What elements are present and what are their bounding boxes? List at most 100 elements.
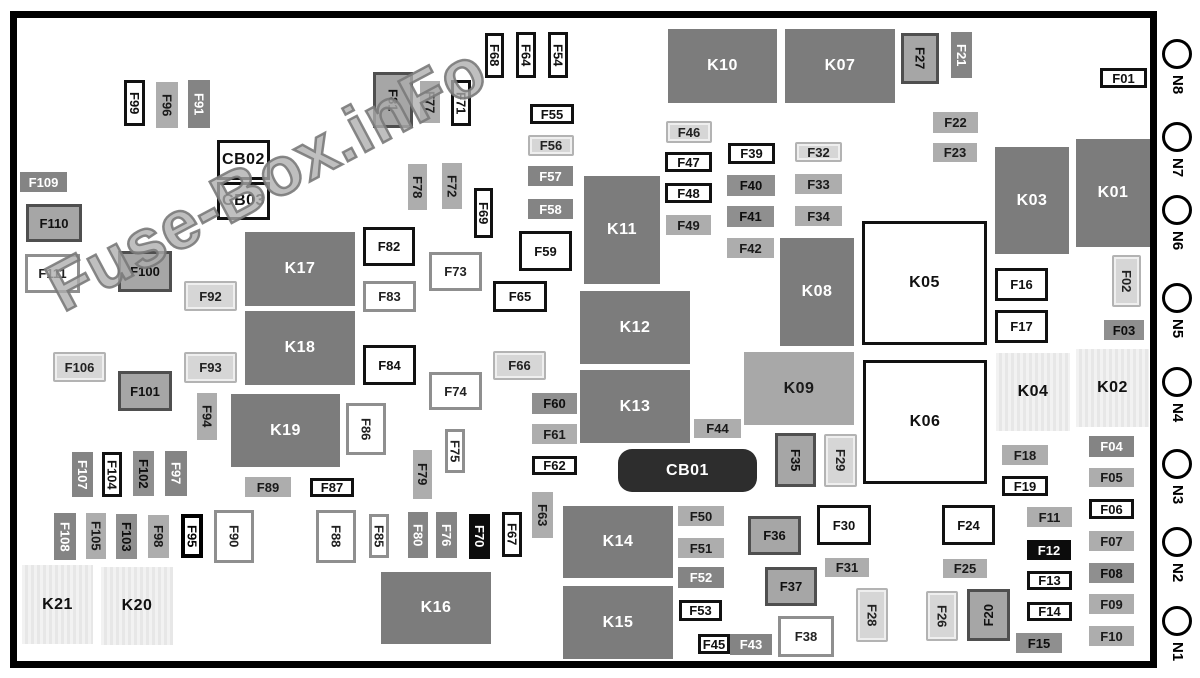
connector-N5 <box>1162 283 1192 313</box>
component-label: F73 <box>444 264 467 279</box>
fuse-F93: F93 <box>184 352 237 383</box>
relay-K21: K21 <box>22 565 93 644</box>
component-label: F88 <box>328 525 344 548</box>
fuse-F05: F05 <box>1089 468 1134 487</box>
component-label: F03 <box>1112 322 1136 338</box>
fuse-F43: F43 <box>730 634 772 655</box>
connector-N2 <box>1162 527 1192 557</box>
fuse-F52: F52 <box>678 567 724 588</box>
fuse-F40: F40 <box>727 175 775 196</box>
fuse-F09: F09 <box>1089 594 1134 614</box>
fuse-F100: F100 <box>118 251 172 292</box>
fuse-F18: F18 <box>1002 445 1048 465</box>
fuse-F92: F92 <box>184 281 237 311</box>
component-label: F09 <box>1100 596 1123 612</box>
component-label: K16 <box>420 599 452 616</box>
component-label: F89 <box>256 479 280 495</box>
fuse-F62: F62 <box>532 456 577 475</box>
component-label: F31 <box>835 560 859 575</box>
component-label: F95 <box>184 524 200 548</box>
component-label: F08 <box>1100 565 1123 581</box>
component-label: F40 <box>739 178 763 193</box>
fuse-F60: F60 <box>532 393 577 414</box>
component-label: F82 <box>377 239 401 254</box>
component-label: F04 <box>1100 439 1123 454</box>
component-label: K04 <box>1017 383 1049 400</box>
component-label: F60 <box>543 396 566 411</box>
fuse-F41: F41 <box>727 206 774 227</box>
relay-K03: K03 <box>995 147 1069 254</box>
fuse-F17: F17 <box>995 310 1048 343</box>
fuse-F22: F22 <box>933 112 978 133</box>
component-label: F78 <box>410 175 425 199</box>
fuse-F91: F91 <box>188 80 210 128</box>
component-label: K21 <box>42 595 73 613</box>
component-label: K12 <box>619 318 651 336</box>
component-label: F77 <box>422 90 438 114</box>
component-label: K01 <box>1097 184 1129 201</box>
component-label: F99 <box>127 91 142 115</box>
component-label: F46 <box>677 124 701 140</box>
fuse-F107: F107 <box>72 452 93 497</box>
connector-N6 <box>1162 195 1192 225</box>
component-label: K02 <box>1097 379 1128 396</box>
connector-label-N7: N7 <box>1169 158 1186 178</box>
component-label: F70 <box>472 525 487 548</box>
component-label: F38 <box>794 629 818 644</box>
fuse-F105: F105 <box>86 513 106 559</box>
fuse-F04: F04 <box>1089 436 1134 457</box>
fuse-F16: F16 <box>995 268 1048 301</box>
relay-K07: K07 <box>785 29 895 103</box>
relay-K13: K13 <box>580 370 690 443</box>
fuse-F58: F58 <box>528 199 573 219</box>
fuse-F103: F103 <box>116 514 137 559</box>
fuse-F35: F35 <box>775 433 816 487</box>
fuse-F63: F63 <box>532 492 553 538</box>
fuse-F108: F108 <box>54 513 76 560</box>
component-label: F66 <box>508 358 531 373</box>
component-label: F109 <box>28 174 59 190</box>
component-label: F10 <box>1100 628 1123 644</box>
fuse-F54: F54 <box>548 32 568 78</box>
component-label: F94 <box>199 405 215 428</box>
relay-K16: K16 <box>381 572 491 644</box>
connector-N1 <box>1162 606 1192 636</box>
component-label: F27 <box>912 47 928 70</box>
relay-K10: K10 <box>668 29 777 103</box>
relay-K14: K14 <box>563 506 673 578</box>
fuse-F66: F66 <box>493 351 546 380</box>
component-label: F49 <box>677 217 700 233</box>
component-label: F111 <box>38 266 67 281</box>
component-label: F15 <box>1027 635 1051 651</box>
component-label: F45 <box>702 636 726 652</box>
fuse-F39: F39 <box>728 143 775 164</box>
component-label: CB01 <box>666 461 709 479</box>
component-label: F68 <box>487 44 502 67</box>
component-label: F42 <box>739 240 762 256</box>
fuse-F42: F42 <box>727 238 774 258</box>
component-label: F81 <box>385 88 401 112</box>
component-label: F06 <box>1100 501 1123 517</box>
fuse-F89: F89 <box>245 477 291 497</box>
connector-label-N4: N4 <box>1169 403 1186 423</box>
component-label: F19 <box>1013 478 1037 494</box>
component-label: F44 <box>706 421 729 436</box>
fuse-F109: F109 <box>20 172 67 192</box>
fuse-F37: F37 <box>765 567 817 606</box>
breaker-CB01: CB01 <box>618 449 757 492</box>
component-label: F32 <box>807 144 830 160</box>
fuse-F94: F94 <box>197 393 217 440</box>
component-label: F16 <box>1010 277 1033 292</box>
fuse-F28: F28 <box>856 588 888 642</box>
relay-K19: K19 <box>231 394 340 467</box>
component-label: F22 <box>944 115 967 130</box>
fuse-F19: F19 <box>1002 476 1048 496</box>
fuse-F111: F111 <box>25 254 80 293</box>
component-label: F23 <box>943 145 967 160</box>
component-label: K20 <box>121 597 153 614</box>
fuse-F31: F31 <box>825 558 869 577</box>
component-label: F14 <box>1038 604 1061 619</box>
component-label: F63 <box>535 503 550 527</box>
component-label: F80 <box>410 523 426 547</box>
